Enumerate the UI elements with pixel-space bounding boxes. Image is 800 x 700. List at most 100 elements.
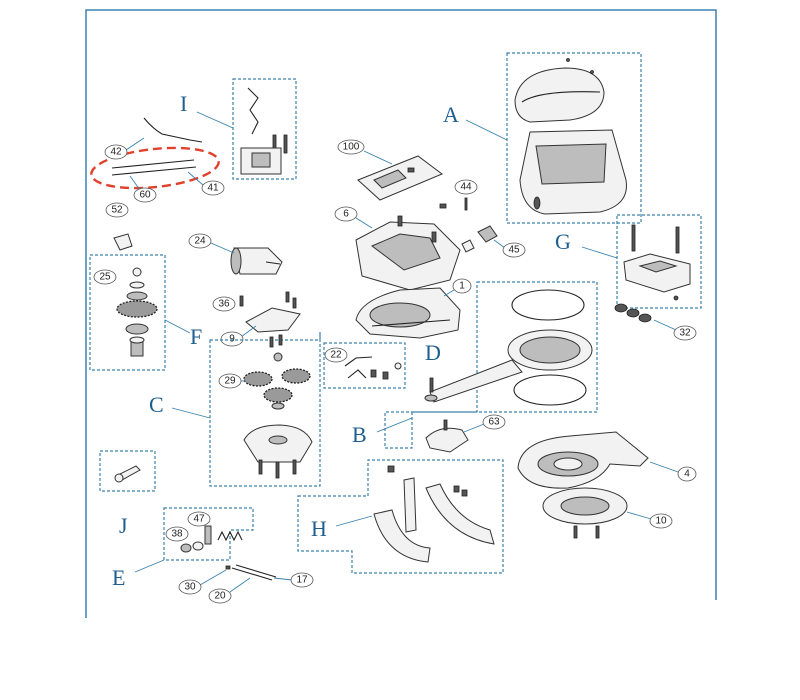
callout-36: 36 <box>212 296 236 312</box>
bracket-h-part <box>373 465 495 563</box>
svg-text:63: 63 <box>488 417 500 428</box>
lead-41 <box>187 171 204 186</box>
svg-text:20: 20 <box>214 591 226 602</box>
svg-text:45: 45 <box>508 245 520 256</box>
lead-42 <box>125 137 145 151</box>
group-d-box <box>323 342 406 389</box>
lead-4 <box>649 461 679 473</box>
latch-d-part <box>344 356 402 380</box>
callout-52: 52 <box>105 202 129 218</box>
svg-text:52: 52 <box>111 205 123 216</box>
lead-24 <box>210 242 235 254</box>
callout-6: 6 <box>334 206 358 222</box>
callout-63: 63 <box>482 414 506 430</box>
svg-text:60: 60 <box>139 190 151 201</box>
lead-100 <box>363 150 393 165</box>
svg-text:4: 4 <box>684 469 690 480</box>
key-j-part <box>114 465 141 483</box>
lead-g <box>581 246 618 259</box>
svg-text:29: 29 <box>224 376 236 387</box>
lead-h <box>335 515 373 527</box>
callout-9: 9 <box>220 331 244 347</box>
svg-text:44: 44 <box>460 182 472 193</box>
encoder-disc-10-part <box>542 487 628 539</box>
group-b-box <box>384 281 598 449</box>
group-letter-j: J <box>119 513 128 538</box>
lead-1 <box>443 289 455 297</box>
lead-10 <box>626 511 652 520</box>
washers-32-part <box>614 303 652 323</box>
callout-32: 32 <box>673 325 697 341</box>
cable-highlight-ellipse <box>90 146 220 190</box>
group-g-box <box>616 214 702 309</box>
callout-20: 20 <box>208 588 232 604</box>
svg-text:41: 41 <box>207 183 219 194</box>
group-i-box <box>232 78 297 180</box>
screw-36-part <box>239 291 297 309</box>
group-letter-f: F <box>190 324 202 349</box>
group-f-box <box>89 254 166 371</box>
svg-text:32: 32 <box>679 328 691 339</box>
gear-train-c-part <box>243 334 313 479</box>
svg-text:38: 38 <box>171 529 183 540</box>
callout-24: 24 <box>188 233 212 249</box>
cover-top-part <box>514 58 605 123</box>
callout-38: 38 <box>165 526 189 542</box>
callout-47: 47 <box>187 511 211 527</box>
svg-text:30: 30 <box>184 582 196 593</box>
callout-17: 17 <box>290 572 314 588</box>
callout-42: 42 <box>104 144 128 160</box>
svg-text:1: 1 <box>459 281 465 292</box>
bracket-g-part <box>623 224 691 301</box>
svg-text:25: 25 <box>99 272 111 283</box>
svg-text:24: 24 <box>194 236 206 247</box>
svg-text:100: 100 <box>343 142 360 153</box>
callout-10: 10 <box>649 513 673 529</box>
group-letter-b: B <box>352 422 367 447</box>
group-letter-a: A <box>443 102 459 127</box>
disc-plate-4-part <box>517 431 649 489</box>
housing-6-part <box>355 215 461 291</box>
cam-63-part <box>425 419 469 453</box>
circuit-board-100-part <box>357 155 443 201</box>
svg-text:10: 10 <box>655 516 667 527</box>
group-letter-h: H <box>311 516 327 541</box>
block-45-part <box>461 225 498 253</box>
wiring-harness-i-part <box>240 87 288 175</box>
base-1-part <box>355 287 461 339</box>
cable-part <box>111 117 203 176</box>
callout-25: 25 <box>93 269 117 285</box>
group-j-box <box>99 450 156 492</box>
callout-44: 44 <box>454 179 478 195</box>
lead-f <box>164 319 191 334</box>
lead-60 <box>129 175 141 191</box>
callout-1: 1 <box>452 278 472 294</box>
group-letter-c: C <box>149 392 164 417</box>
callout-30: 30 <box>178 579 202 595</box>
lead-6 <box>355 217 373 229</box>
svg-text:42: 42 <box>110 147 122 158</box>
svg-text:9: 9 <box>229 334 235 345</box>
group-c-box <box>209 332 321 487</box>
svg-text:36: 36 <box>218 299 230 310</box>
group-letter-d: D <box>425 340 441 365</box>
arm-b-part <box>424 289 593 406</box>
group-a-box <box>506 52 642 224</box>
lead-9 <box>240 325 257 338</box>
lead-a <box>465 119 508 141</box>
callout-45: 45 <box>502 242 526 258</box>
diagram-frame <box>85 9 717 618</box>
lead-17 <box>273 577 293 581</box>
lead-30 <box>199 569 227 586</box>
callout-41: 41 <box>201 180 225 196</box>
lead-b <box>376 417 413 433</box>
svg-text:47: 47 <box>193 514 205 525</box>
callout-22: 22 <box>324 347 348 363</box>
callout-60: 60 <box>133 187 157 203</box>
lead-c <box>171 407 211 419</box>
svg-text:6: 6 <box>343 209 349 220</box>
pin-17-part <box>225 564 277 581</box>
cover-base-part <box>519 129 627 215</box>
gear-stack-f-part <box>116 267 158 357</box>
